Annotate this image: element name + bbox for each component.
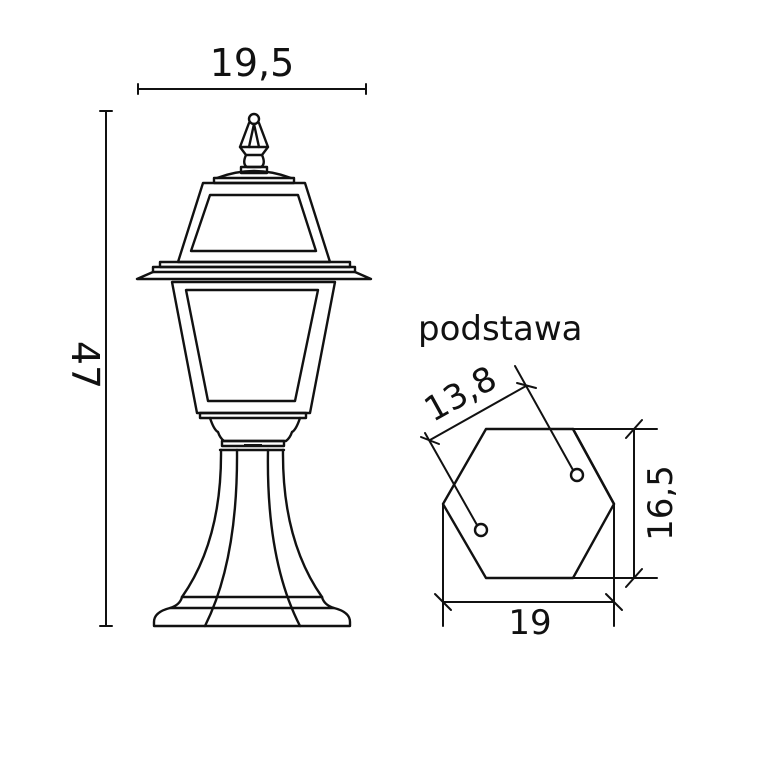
lamp-height-label: 47 bbox=[63, 341, 107, 389]
lamp-pedestal bbox=[152, 448, 352, 628]
finial bbox=[238, 112, 270, 175]
base-height-label: 16,5 bbox=[641, 465, 681, 541]
lamp-roof bbox=[135, 181, 373, 281]
lamp-illustration bbox=[135, 112, 373, 628]
lamp-width-label: 19,5 bbox=[210, 41, 295, 85]
base-hexagon bbox=[441, 427, 616, 580]
base-title: podstawa bbox=[418, 309, 583, 349]
base-side-label: 13,8 bbox=[418, 359, 504, 431]
lamp-height-dimension: 47 bbox=[63, 110, 113, 627]
base-width-dimension: 19 bbox=[434, 503, 623, 643]
base-side-dimension: 13,8 bbox=[418, 359, 574, 526]
base-height-dimension: 16,5 bbox=[572, 419, 681, 588]
mounting-hole-upper bbox=[569, 467, 585, 483]
lamp-lantern bbox=[170, 280, 337, 448]
lamp-width-dimension: 19,5 bbox=[137, 41, 367, 95]
mounting-hole-lower bbox=[473, 522, 489, 538]
base-width-label: 19 bbox=[508, 603, 551, 643]
